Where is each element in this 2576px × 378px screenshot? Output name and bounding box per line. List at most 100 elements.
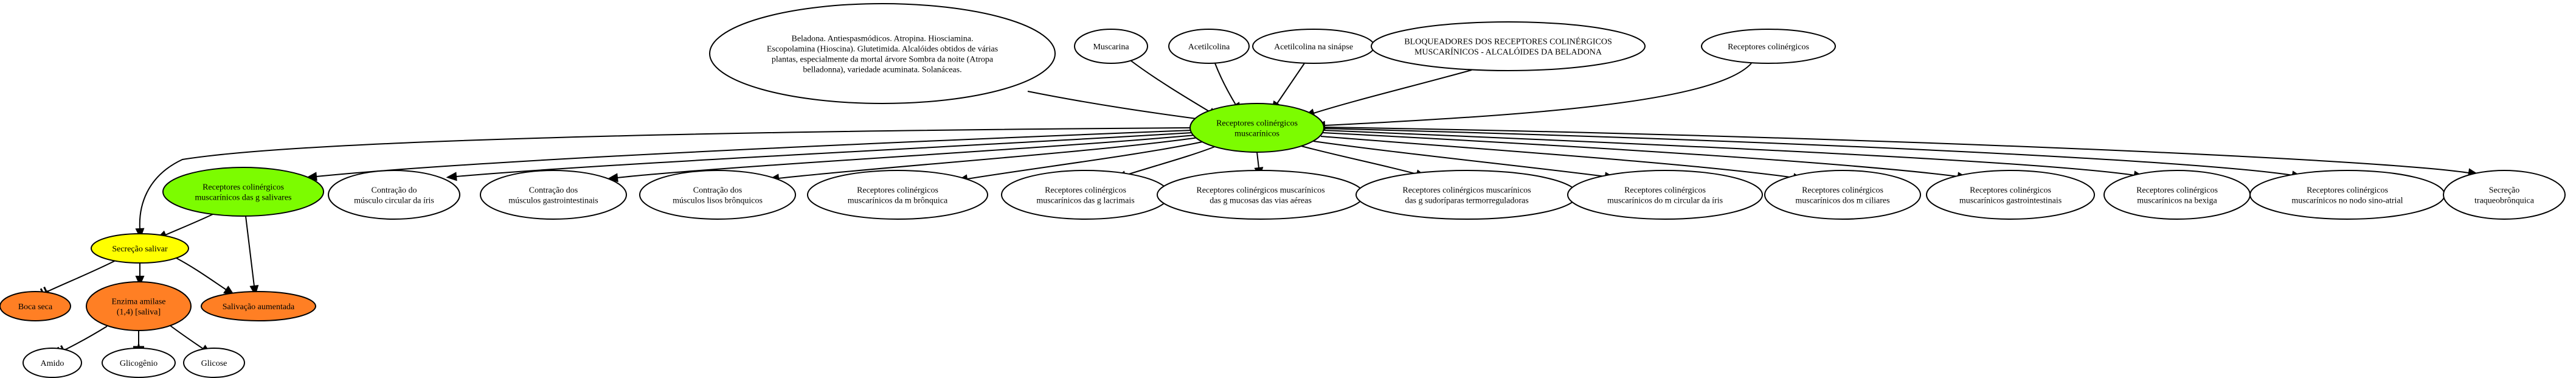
- node-shape: [1168, 29, 1250, 64]
- arrowhead: [135, 276, 145, 287]
- node-receptores-colinergicos[interactable]: Receptores colinérgicos: [1701, 29, 1836, 64]
- node-salivacao[interactable]: Salivação aumentada: [201, 291, 316, 321]
- node-label-line: Boca seca: [18, 303, 53, 312]
- edges-layer: [40, 60, 2479, 358]
- edge-line: [165, 214, 213, 236]
- edge-central-to-iris_circ: [446, 132, 1193, 181]
- node-label-line: muscarínicos da m brônquica: [848, 197, 948, 206]
- node-amido[interactable]: Amido: [23, 348, 82, 378]
- edge-line: [1313, 141, 1606, 177]
- edge-line: [1323, 130, 2135, 176]
- edge-line: [139, 127, 1191, 229]
- node-label-line: Receptores colinérgicos: [857, 186, 938, 195]
- node-central[interactable]: Receptores colinérgicos muscarínicos: [1189, 103, 1324, 153]
- edge-g_salivares-to-salivacao: [245, 215, 259, 296]
- node-shape: [1764, 170, 1921, 220]
- node-label-line: muscarínicos: [1234, 130, 1279, 139]
- node-glicogenio[interactable]: Glicogênio: [102, 348, 176, 378]
- edge-line: [966, 141, 1206, 180]
- node-label-line: das g mucosas das vias aéreas: [1210, 197, 1312, 206]
- node-g-sudoriparas[interactable]: Receptores colinérgicos muscarínicosdas …: [1356, 170, 1578, 220]
- edge-line: [1027, 91, 1202, 120]
- node-bexiga[interactable]: Receptores colinérgicos muscarínicos na b…: [2103, 170, 2251, 220]
- edge-line: [1256, 152, 1259, 169]
- node-label-line: Receptores colinérgicos: [1970, 186, 2051, 195]
- edge-line: [1323, 127, 2470, 173]
- node-label-line: plantas, especialmente da mortal árvore …: [772, 55, 994, 65]
- edge-line: [1324, 63, 1752, 126]
- edge-line: [176, 257, 227, 290]
- node-label-line: Contração dos: [529, 186, 578, 195]
- edge-central-to-gastro: [607, 135, 1196, 183]
- node-shape: [807, 170, 988, 220]
- edge-line: [778, 137, 1199, 179]
- arrowhead: [607, 173, 618, 183]
- node-muscarina[interactable]: Muscarina: [1074, 29, 1148, 64]
- node-label-line: Salivação aumentada: [223, 303, 295, 312]
- node-g-mucosas[interactable]: Receptores colinérgicos muscarínicosdas …: [1157, 170, 1365, 220]
- node-label-line: das g sudoríparas termorreguladoras: [1405, 197, 1528, 206]
- node-shape: [2443, 170, 2566, 220]
- node-m-bronquica[interactable]: Receptores colinérgicos muscarínicos da m…: [807, 170, 988, 220]
- node-shape: [1371, 21, 1646, 71]
- node-label-line: Acetilcolina na sinápse: [1274, 43, 1353, 52]
- node-label-line: muscarínicos das g lacrimais: [1036, 197, 1134, 206]
- node-label-line: Secreção salivar: [112, 245, 168, 254]
- edge-line: [1320, 136, 1795, 178]
- node-acetilcolina-sinapse[interactable]: Acetilcolina na sinápse: [1252, 29, 1375, 64]
- node-label-line: Contração dos: [693, 186, 742, 195]
- node-boca-seca[interactable]: Boca seca: [0, 291, 71, 321]
- node-label-line: Secreção: [2489, 186, 2520, 195]
- node-label-line: Receptores colinérgicos: [1624, 186, 1706, 195]
- node-shape: [0, 291, 71, 321]
- edge-line: [245, 215, 255, 287]
- node-label-line: músculo circular da íris: [354, 197, 434, 206]
- node-secrecao-salivar[interactable]: Secreção salivar: [91, 233, 189, 264]
- edge-line: [617, 135, 1196, 178]
- arrowhead: [446, 172, 457, 181]
- node-shape: [1926, 170, 2095, 220]
- node-shape: [328, 170, 460, 220]
- nodes-layer: Beladona. Antiespasmódicos. Atropina. Hi…: [0, 3, 2566, 378]
- edge-line: [1323, 128, 2293, 176]
- edge-secrecao_salivar-to-enzima: [135, 263, 145, 287]
- node-label-line: Receptores colinérgicos: [1216, 119, 1298, 128]
- node-label-line: muscarínicos das g salivares: [195, 194, 291, 203]
- arrowhead: [249, 285, 259, 296]
- node-shape: [102, 348, 176, 378]
- node-shape: [23, 348, 82, 378]
- node-label-line: Glicogênio: [120, 359, 158, 368]
- edge-line: [170, 325, 204, 349]
- node-label-line: Receptores colinérgicos: [2136, 186, 2218, 195]
- node-shape: [709, 3, 1056, 104]
- node-label-line: Receptores colinérgicos: [1045, 186, 1126, 195]
- edge-line: [1276, 63, 1305, 104]
- node-label-line: muscarínicos na bexiga: [2137, 197, 2217, 206]
- node-bloqueadores[interactable]: BLOQUEADORES DOS RECEPTORES COLINÉRGICOS…: [1371, 21, 1646, 71]
- node-label-line: Receptores colinérgicos: [1728, 43, 1809, 52]
- edge-line: [316, 130, 1193, 177]
- node-label-line: belladonna), variedade acuminata. Solaná…: [803, 66, 961, 75]
- node-label-line: BLOQUEADORES DOS RECEPTORES COLINÉRGICOS: [1404, 37, 1612, 47]
- node-label-line: Enzima amilase: [111, 298, 165, 307]
- edge-line: [455, 132, 1193, 177]
- node-label-line: Receptores colinérgicos: [1802, 186, 1883, 195]
- node-acetilcolina[interactable]: Acetilcolina: [1168, 29, 1250, 64]
- node-shape: [1567, 170, 1763, 220]
- node-g-lacrimais[interactable]: Receptores colinérgicos muscarínicos das …: [1001, 170, 1170, 220]
- edge-line: [1313, 69, 1472, 114]
- node-glicose[interactable]: Glicose: [183, 348, 245, 378]
- node-shape: [639, 170, 796, 220]
- node-beladona[interactable]: Beladona. Antiespasmódicos. Atropina. Hi…: [709, 3, 1056, 104]
- node-enzima[interactable]: Enzima amilase(1,4) [saliva]: [86, 281, 192, 331]
